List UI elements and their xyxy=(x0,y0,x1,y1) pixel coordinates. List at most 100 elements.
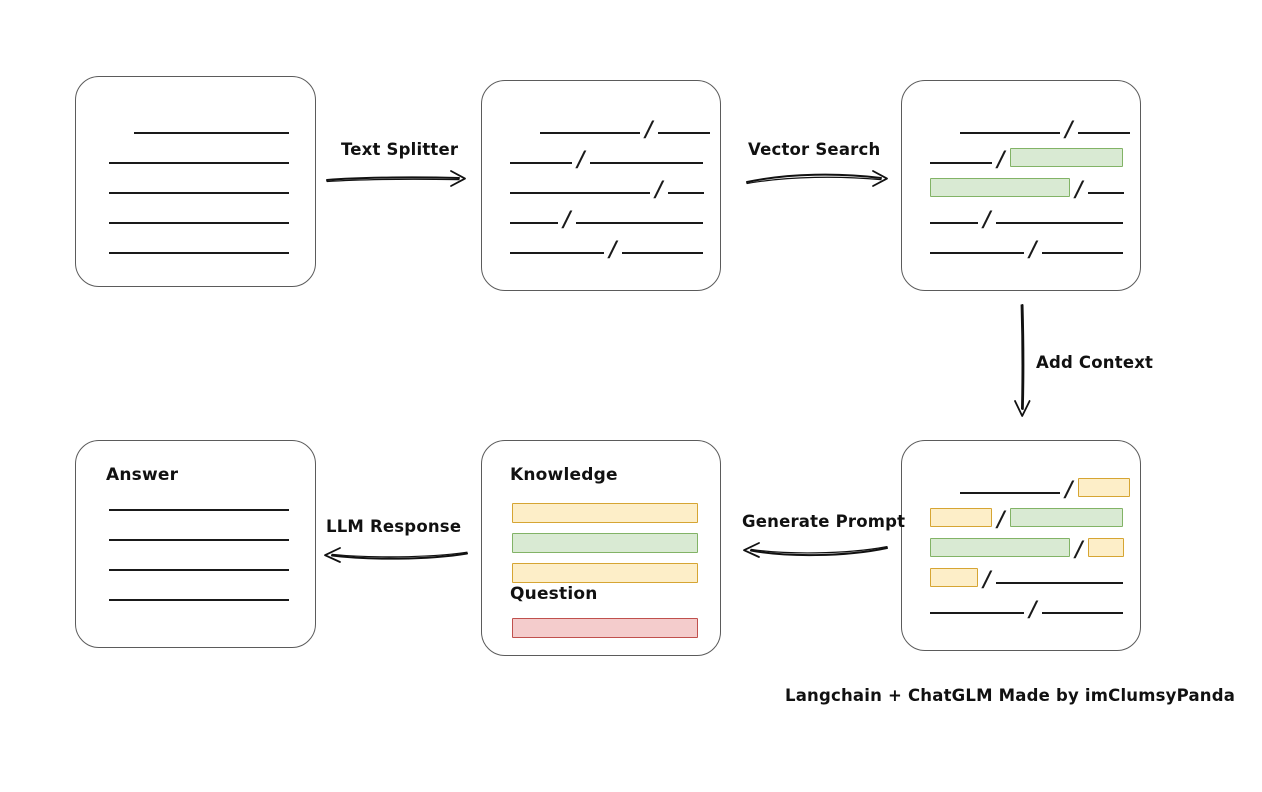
answer-text-line xyxy=(109,569,289,571)
text-row: / xyxy=(510,175,704,201)
text-row: / xyxy=(930,205,1123,231)
text-row: / xyxy=(960,115,1130,141)
highlighted-chunk-green xyxy=(930,537,1070,557)
text-segment-line xyxy=(1041,252,1123,254)
slash-separator: / xyxy=(563,205,571,231)
arrow-generate-prompt: Generate Prompt xyxy=(735,512,905,562)
footer-credit: Langchain + ChatGLM Made by imClumsyPand… xyxy=(785,686,1236,705)
text-segment-line xyxy=(109,192,289,194)
text-segment-line xyxy=(667,192,704,194)
answer-text-line xyxy=(109,539,289,541)
text-segment-line xyxy=(930,252,1024,254)
card-answer[interactable]: Answer xyxy=(75,440,316,648)
text-segment-line xyxy=(995,222,1123,224)
text-segment-line xyxy=(109,162,289,164)
text-row: / xyxy=(540,115,710,141)
slash-separator: / xyxy=(997,505,1005,531)
text-row: / xyxy=(510,205,703,231)
arrow-text-splitter-label: Text Splitter xyxy=(341,140,459,159)
text-segment-line xyxy=(930,162,992,164)
slash-separator: / xyxy=(645,115,653,141)
text-row xyxy=(109,177,289,197)
slash-separator: / xyxy=(1075,175,1083,201)
text-row xyxy=(109,147,289,167)
text-segment-line xyxy=(1041,612,1123,614)
knowledge-bar-yellow xyxy=(512,563,698,583)
highlighted-chunk-yellow xyxy=(930,567,978,587)
question-bar-red xyxy=(512,618,698,638)
slash-separator: / xyxy=(577,145,585,171)
slash-separator: / xyxy=(655,175,663,201)
arrow-llm-response-label: LLM Response xyxy=(326,517,462,536)
text-segment-line xyxy=(589,162,703,164)
knowledge-bar-green xyxy=(512,533,698,553)
text-segment-line xyxy=(930,222,978,224)
answer-text-line xyxy=(109,509,289,511)
arrow-right-glyph xyxy=(746,170,888,187)
slash-separator: / xyxy=(609,235,617,261)
text-segment-line xyxy=(1077,132,1130,134)
highlighted-chunk-green xyxy=(1009,147,1123,167)
text-segment-line xyxy=(510,162,572,164)
text-segment-line xyxy=(540,132,640,134)
text-row xyxy=(134,117,289,137)
highlighted-chunk-yellow xyxy=(930,507,992,527)
text-segment-line xyxy=(134,132,289,134)
arrow-down-glyph xyxy=(1014,304,1031,417)
text-segment-line xyxy=(510,192,650,194)
highlighted-chunk-green xyxy=(930,177,1070,197)
answer-label: Answer xyxy=(106,465,179,485)
arrow-vector-search: Vector Search xyxy=(745,140,895,190)
arrow-vector-search-label: Vector Search xyxy=(748,140,881,159)
text-segment-line xyxy=(960,132,1060,134)
text-row: / xyxy=(930,175,1124,201)
text-row: / xyxy=(930,235,1123,261)
arrow-add-context xyxy=(1005,303,1045,421)
text-row: / xyxy=(930,505,1123,531)
text-row: / xyxy=(930,145,1123,171)
card-source-document[interactable] xyxy=(75,76,316,287)
text-segment-line xyxy=(109,222,289,224)
question-label: Question xyxy=(510,584,598,604)
arrow-text-splitter: Text Splitter xyxy=(325,140,475,190)
slash-separator: / xyxy=(997,145,1005,171)
text-row: / xyxy=(930,565,1123,591)
card-prompt[interactable]: Knowledge Question xyxy=(481,440,721,656)
slash-separator: / xyxy=(1065,115,1073,141)
text-row: / xyxy=(930,595,1123,621)
text-segment-line xyxy=(657,132,710,134)
slash-separator: / xyxy=(1065,475,1073,501)
text-segment-line xyxy=(995,582,1123,584)
text-row: / xyxy=(510,145,703,171)
arrow-add-context-label: Add Context xyxy=(1036,353,1154,372)
slash-separator: / xyxy=(983,565,991,591)
text-segment-line xyxy=(621,252,703,254)
arrow-llm-response: LLM Response xyxy=(318,517,470,567)
text-row: / xyxy=(960,475,1130,501)
text-segment-line xyxy=(960,492,1060,494)
arrow-left-glyph xyxy=(743,542,888,558)
text-segment-line xyxy=(1087,192,1124,194)
text-row xyxy=(109,237,289,257)
text-row xyxy=(109,207,289,227)
text-segment-line xyxy=(930,612,1024,614)
text-segment-line xyxy=(510,222,558,224)
knowledge-label: Knowledge xyxy=(510,465,618,485)
card-split-chunks[interactable]: / / / / / xyxy=(481,80,721,291)
slash-separator: / xyxy=(983,205,991,231)
text-segment-line xyxy=(510,252,604,254)
slash-separator: / xyxy=(1029,595,1037,621)
slash-separator: / xyxy=(1029,235,1037,261)
arrow-left-glyph xyxy=(324,547,468,563)
card-context-chunks[interactable]: / / / / / xyxy=(901,440,1141,651)
highlighted-chunk-yellow xyxy=(1087,537,1124,557)
arrow-right-glyph xyxy=(326,170,466,187)
text-segment-line xyxy=(109,252,289,254)
card-matched-chunks[interactable]: / / / / / xyxy=(901,80,1141,291)
text-row: / xyxy=(930,537,1124,559)
highlighted-chunk-green xyxy=(1009,507,1123,527)
text-row: / xyxy=(510,235,703,261)
knowledge-bar-yellow xyxy=(512,503,698,523)
text-segment-line xyxy=(575,222,703,224)
